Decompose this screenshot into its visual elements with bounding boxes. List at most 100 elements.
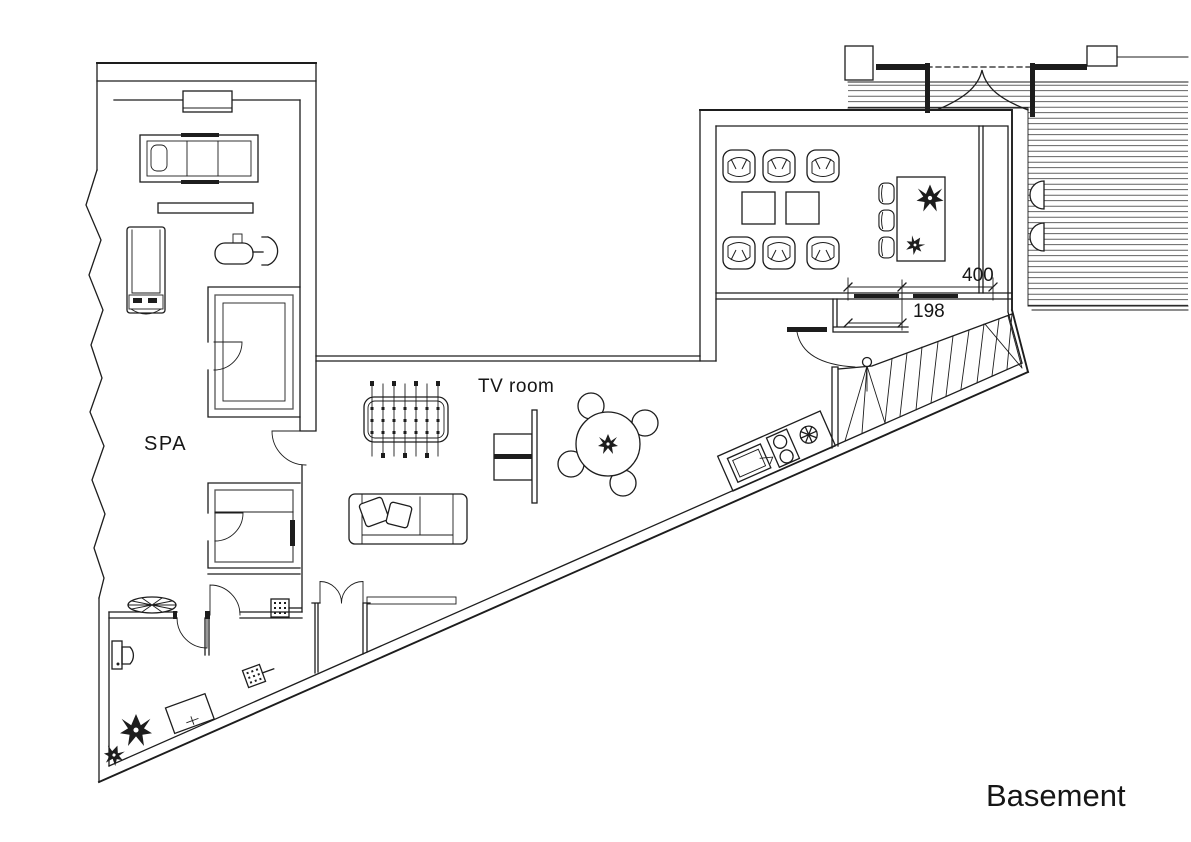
sofa-cushions	[361, 493, 454, 545]
plant-icon	[120, 714, 152, 746]
bike-pedal	[232, 233, 243, 244]
sauna-door	[213, 341, 243, 371]
steam-room	[207, 482, 301, 575]
wall-lounge-left	[699, 109, 717, 362]
shower-tray	[164, 692, 216, 735]
gym-area	[126, 133, 279, 315]
wall-lounge-bottom	[715, 292, 1013, 300]
window-glazing-bar	[854, 294, 899, 298]
shower-door	[209, 584, 241, 616]
foosball-inner	[367, 400, 445, 439]
kitchen-sink-basin	[732, 448, 767, 478]
deck	[844, 45, 1189, 311]
door-jamb	[205, 611, 210, 619]
toilet	[111, 640, 134, 670]
treadmill	[126, 226, 166, 315]
massage-bed-mat	[146, 140, 252, 177]
tv-room-label: TV room	[478, 376, 554, 397]
dining-chair	[878, 182, 895, 205]
wall-corridor	[315, 355, 717, 362]
steam-lining	[214, 489, 294, 563]
treadmill-console	[128, 294, 164, 310]
stair-treads	[884, 313, 1013, 424]
coffee-table	[785, 191, 820, 225]
armchair	[762, 149, 796, 183]
exterior-walls	[85, 62, 1030, 784]
window-glazing-bar	[913, 294, 958, 298]
faucet-icon	[759, 456, 774, 465]
kitchen-counter	[716, 410, 837, 492]
shower-head	[241, 663, 275, 689]
shower-head	[270, 598, 302, 618]
lounge-room	[715, 125, 1013, 300]
foosball-table	[363, 381, 449, 458]
wall-lounge-inner	[715, 125, 1023, 364]
shower-nozzles	[246, 668, 262, 684]
sideboard-shelf	[366, 596, 457, 605]
exercise-bike	[214, 233, 279, 266]
gym-window	[182, 90, 233, 113]
spa-door	[271, 430, 307, 466]
tv-room	[348, 381, 659, 605]
wall-diagonal-inner	[108, 362, 1023, 767]
radiator-fins	[127, 597, 177, 613]
bike-body	[214, 242, 254, 265]
kitchenette	[716, 410, 837, 492]
door-swing-arc	[796, 331, 856, 368]
pillar	[1086, 45, 1118, 67]
dim-ticks	[843, 282, 998, 292]
burner-icon	[773, 434, 788, 449]
burner-icon	[779, 449, 794, 464]
deck-step	[1029, 222, 1045, 252]
sauna-walls	[207, 286, 301, 418]
closet	[311, 581, 371, 674]
bed-tuft	[181, 133, 219, 137]
dim-ticks	[843, 318, 907, 328]
treadmill-belt	[131, 229, 161, 294]
sauna-bench	[222, 302, 286, 402]
witness-lines	[847, 277, 994, 331]
kitchen-sink	[726, 443, 772, 484]
spa-label: SPA	[144, 433, 187, 455]
page-title: Basement	[986, 778, 1126, 813]
stair-newel-post	[861, 356, 873, 368]
closet-walls	[311, 602, 371, 674]
double-door	[319, 581, 364, 604]
sauna-lining	[214, 294, 294, 410]
massage-bed-pillow	[150, 144, 168, 172]
wall-left-jagged	[85, 169, 106, 599]
treadmill-handle	[130, 308, 162, 315]
upper-window-bar	[1035, 64, 1087, 70]
steam-walls	[207, 482, 301, 575]
round-table-set	[557, 392, 659, 497]
tv-cabinet-shelf	[494, 454, 532, 459]
dimension-value-400: 400	[962, 265, 994, 286]
shower-nozzles	[274, 602, 286, 614]
coffee-table	[741, 191, 776, 225]
upper-window-bar	[876, 64, 927, 70]
stair-landing-lines	[984, 315, 1023, 369]
dining-table	[896, 176, 946, 262]
sofa-pillow	[385, 501, 413, 529]
dining-chair	[878, 236, 895, 259]
stair-winders	[844, 365, 886, 442]
wc-shower-area	[101, 584, 303, 768]
dimension-value-198: 198	[913, 301, 945, 322]
fan-blades	[799, 425, 818, 444]
wall-stair-top	[832, 298, 909, 333]
wall-diagonal-outer	[97, 370, 1030, 784]
radiator	[127, 596, 177, 614]
dimensions: 400 198	[843, 265, 998, 331]
massage-bed	[139, 133, 259, 184]
roof-edge	[1116, 47, 1189, 58]
armchair	[762, 236, 796, 270]
wall-kitchen-stair	[831, 366, 839, 449]
bike-handlebar	[261, 236, 279, 266]
gym-bench	[157, 202, 254, 214]
sofa-pillow	[358, 496, 390, 528]
pillar	[844, 45, 874, 81]
door-swing-arc	[271, 430, 307, 466]
deck-step	[1029, 180, 1045, 210]
